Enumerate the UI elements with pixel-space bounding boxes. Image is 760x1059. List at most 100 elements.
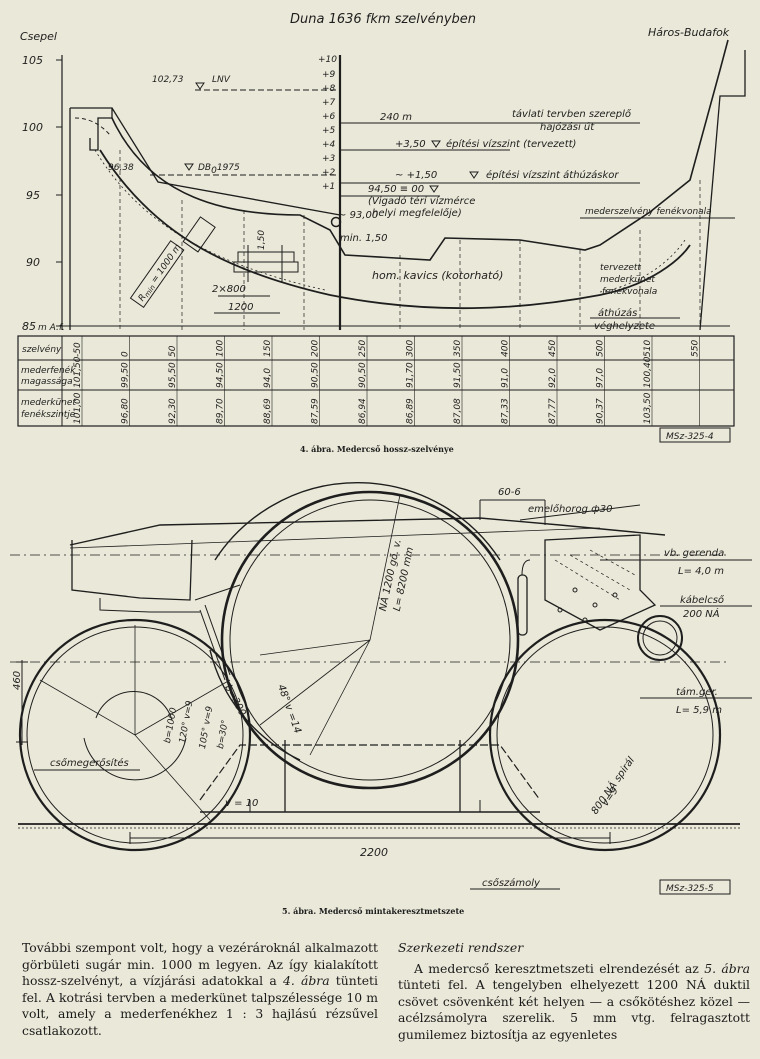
fig4-title: Duna 1636 fkm szelvényben [290, 12, 476, 27]
right-800-pipe [488, 618, 722, 852]
row-label-kunet-1: mederkünet [21, 398, 76, 408]
table-cell: 200 [311, 340, 321, 357]
fig5-stamp: MSz-325-5 [666, 884, 714, 894]
gauge-ticks: +10 +9 +8 +7 +6 +5 +4 +3 +2 +1 [318, 55, 337, 192]
gauge-tick: +1 [322, 182, 335, 192]
table-cell: 91,70 [406, 362, 416, 388]
table-cell: 92,30 [168, 398, 178, 424]
cable-label-2: 200 NÁ [683, 607, 720, 620]
level-9300: ~ 93,00 [338, 210, 378, 221]
unit-label: m A.f. [38, 323, 65, 333]
table-cell: 510 [643, 340, 653, 357]
db-value: 96,38 [108, 163, 134, 173]
table-cell: 350 [453, 340, 463, 357]
support-label-2: L= 5,9 m [676, 705, 722, 716]
table-cell: 101,50 [73, 356, 83, 388]
table-cell: 87,08 [453, 398, 463, 424]
riverbed-line [111, 39, 729, 261]
right-paragraph: A medercső keresztmetszeti elrendezését … [398, 960, 750, 1042]
figure-reference-5: 5. ábra [704, 960, 750, 976]
fig4-stamp: MSz-325-4 [666, 432, 714, 442]
pipes-2x800: 2×800 [212, 284, 246, 295]
table-cell: 500 [596, 340, 606, 357]
table-cell: 87,77 [548, 398, 558, 424]
y-tick-95: 95 [26, 189, 40, 202]
left-paragraph: További szempont volt, hogy a vezérárokn… [22, 940, 378, 1038]
spiral-1: 800 NÁ spirál [588, 754, 637, 817]
planned-1: tervezett [600, 263, 641, 273]
table-cell: 90,50 [358, 362, 368, 388]
gauge-tick: +6 [322, 112, 336, 122]
hook-label: emelőhorog ф30 [528, 503, 612, 515]
table-cell: 90,37 [596, 398, 606, 424]
future-waterway-2: hajózási út [540, 121, 595, 133]
table-cell: 0 [121, 351, 131, 357]
figure-reference-4: 4. ábra [282, 973, 330, 989]
dim-1200: 1200 [228, 302, 253, 313]
future-waterway-1: távlati tervben szereplő [512, 108, 632, 120]
table-cell: -50 [73, 342, 83, 357]
zero-level: 94,50 ≡ 00 [368, 184, 424, 195]
table-cell: 300 [406, 340, 416, 357]
row-label-szelveny: szelvény [22, 344, 62, 355]
table-cell: 86,89 [406, 398, 416, 424]
min-150: min. 1,50 [340, 233, 387, 244]
beam-label-1: vb. gerenda [664, 548, 724, 559]
right-place-label: Háros-Budafok [648, 26, 730, 39]
table-cell: 95,50 [168, 362, 178, 388]
figure-4: Duna 1636 fkm szelvényben Csepel Háros-B… [17, 12, 746, 454]
fig5-caption: 5. ábra. Medercső mintakeresztmetszete [282, 906, 464, 916]
row-label-kunet-2: fenékszintje [21, 409, 76, 420]
table-cell: 89,70 [216, 398, 226, 424]
y-tick-100: 100 [22, 121, 43, 134]
figures: Duna 1636 fkm szelvényben Csepel Háros-B… [10, 12, 752, 916]
b30: b=30° [216, 719, 231, 750]
a120: 120° v=9 [178, 700, 195, 744]
reinforcement-label: csőmegerősítés [50, 757, 129, 769]
figure-5: 60-6 csőmegerősítés b=1000 120° v=9 105°… [10, 482, 752, 916]
gauge-tick: +2 [322, 168, 336, 178]
gravel-label: hom. kavics (kotorható) [372, 269, 503, 282]
trench-line [99, 149, 691, 310]
profile-table: szelvény mederfenék magassága mederkünet… [17, 335, 735, 443]
table-cell: 87,33 [501, 398, 511, 424]
pipe-section-marker [330, 216, 342, 228]
table-cell: 50 [168, 345, 178, 357]
a105: 105° v=9 [198, 705, 215, 749]
b1000: b=1000 [163, 707, 179, 745]
section-lines [119, 150, 701, 330]
table-cell: 91,0 [501, 368, 511, 388]
table-cell: 90,50 [311, 362, 321, 388]
svg-text:Rmin = 1000 m: Rmin = 1000 m [137, 242, 185, 304]
table-cell: 450 [548, 340, 558, 357]
width-240: 240 m [380, 112, 412, 123]
right-column-text: Szerkezeti rendszer A medercső keresztme… [398, 940, 750, 1044]
cable-label-1: kábelcső [680, 594, 725, 606]
built-level: +3,50 [395, 139, 426, 150]
pull-end-1: áthúzás [598, 307, 637, 319]
left-800-pipe [18, 618, 252, 852]
gauge-tick: +10 [318, 55, 337, 65]
radius-label: Rmin = 1000 m [129, 240, 185, 309]
table-cell: 86,94 [358, 398, 368, 424]
angle-48: 48° v =14 [275, 683, 303, 735]
gauge-tick: +7 [322, 98, 336, 108]
table-cell: 99,50 [121, 362, 131, 388]
center-1200-pipe [220, 490, 520, 790]
gauge-tick: +5 [322, 126, 336, 136]
pull-end-2: véghelyzete [594, 320, 655, 332]
table-cell: 88,69 [263, 398, 273, 424]
table-cell: 96,80 [121, 398, 131, 424]
db-label: DB01975 [198, 163, 240, 176]
riverbed-label: mederszelvény fenékvonala [585, 206, 712, 217]
table-cell: 250 [358, 340, 368, 357]
row-label-mederfenek-2: magassága [21, 377, 73, 387]
table-cell: 92,0 [548, 368, 558, 388]
table-cell: 100,40 [643, 356, 653, 388]
pull-level: ~ +1,50 [395, 170, 437, 181]
table-cell: 97,0 [596, 368, 606, 388]
dim-460: 460 [12, 671, 23, 690]
table-cell: 103,50 [643, 392, 653, 424]
left-place-label: Csepel [20, 30, 57, 43]
